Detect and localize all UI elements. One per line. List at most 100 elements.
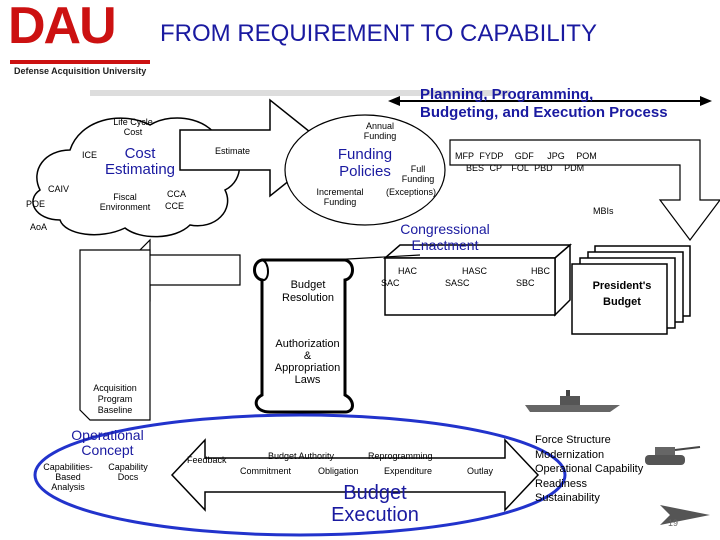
funding-policies-title: Funding Policies <box>325 146 405 180</box>
cap-docs-line1: Capability <box>108 462 148 472</box>
life-cycle-cost: Life Cycle Cost <box>108 117 158 137</box>
aoa-label: AoA <box>30 222 48 232</box>
apb-line3: Baseline <box>97 405 133 415</box>
cost-title-line1: Cost <box>124 145 156 162</box>
ppbe-timeline-arrow <box>388 96 712 106</box>
capability-docs: Capability Docs <box>102 462 154 482</box>
authorization-laws: Authorization & Appropriation Laws <box>265 338 350 386</box>
estimate-label: Estimate <box>215 146 251 156</box>
acquisition-program-baseline: Acquisition Program Baseline <box>85 383 145 416</box>
ice-label: ICE <box>82 150 98 160</box>
doc-pbd: PBD <box>534 163 553 173</box>
presidents-budget-line2: Budget <box>603 296 641 308</box>
congress-title-line2: Enactment <box>411 237 479 253</box>
page-title: FROM REQUIREMENT TO CAPABILITY <box>160 20 597 47</box>
doc-pdm: PDM <box>564 163 585 173</box>
ppbe-title-line1: Planning, Programming, <box>420 86 594 103</box>
cba-line3: Analysis <box>51 482 85 492</box>
execution-title-line1: Budget <box>343 482 407 504</box>
doc-mfp: MFP <box>455 151 474 161</box>
life-cycle-line2: Cost <box>123 127 143 137</box>
cca-label: CCA <box>167 189 187 199</box>
capability-readiness: Readiness <box>535 477 587 490</box>
doc-fol: FOL <box>511 163 529 173</box>
budget-resolution-line1: Budget <box>290 279 326 291</box>
capability-sustainability: Sustainability <box>535 492 600 504</box>
page-number: 19 <box>668 518 679 528</box>
operational-concept: Operational Concept <box>60 428 155 458</box>
life-cycle-line1: Life Cycle <box>113 117 153 127</box>
cost-title-line2: Estimating <box>104 161 176 178</box>
annual-line2: Funding <box>363 131 397 141</box>
execution-title-line2: Execution <box>331 504 419 526</box>
doc-gdf: GDF <box>514 151 534 161</box>
apb-line2: Program <box>97 394 133 404</box>
annual-funding: Annual Funding <box>355 121 405 141</box>
oc-line1: Operational <box>71 427 144 443</box>
acquisition-doc <box>79 249 151 421</box>
oc-line2: Concept <box>81 442 134 458</box>
highlight-ellipse <box>33 413 567 537</box>
funding-policies-ellipse <box>284 114 446 226</box>
doc-fydp: FYDP <box>479 151 504 161</box>
exceptions-label: (Exceptions) <box>386 187 437 197</box>
title-shadow-bar <box>90 90 510 96</box>
expenditure-label: Expenditure <box>384 466 433 476</box>
ppbe-docs-row1: MFP FYDP GDF JPG POM <box>455 151 597 161</box>
auth-line1: Authorization <box>275 338 340 350</box>
logo-subtitle: Defense Acquisition University <box>14 66 147 76</box>
poe-label: POE <box>26 199 46 209</box>
hasc-label: HASC <box>462 266 488 276</box>
dau-logo: DAU <box>8 0 117 55</box>
funding-title-line1: Funding <box>337 146 393 163</box>
ppbe-docs-row2: BES CP FOL PBD PDM <box>466 163 584 173</box>
capability-list: Force Structure Modernization Operationa… <box>535 433 643 506</box>
budget-authority-label: Budget Authority <box>268 451 335 461</box>
doc-cp: CP <box>489 163 502 173</box>
doc-bes: BES <box>466 163 485 173</box>
outlay-label: Outlay <box>467 466 494 476</box>
committee-boxes <box>571 245 691 335</box>
capability-modernization: Modernization <box>535 448 605 461</box>
budget-resolution: Budget Resolution <box>268 279 348 305</box>
mbis-label: MBIs <box>593 206 614 216</box>
presidents-budget: President's Budget <box>582 278 662 310</box>
full-funding: Full Funding <box>398 164 438 184</box>
incremental-line1: Incremental <box>316 187 364 197</box>
fiscal-line2: Environment <box>99 202 151 212</box>
ppbe-process-arrow <box>449 139 720 241</box>
tank-icon <box>645 446 701 465</box>
annual-line1: Annual <box>365 121 395 131</box>
full-line2: Funding <box>401 174 435 184</box>
sbc-label: SBC <box>516 278 535 288</box>
cba-line1: Capabilities- <box>43 462 93 472</box>
ppbe-title-line2: Budgeting, and Execution Process <box>420 104 668 121</box>
incremental-funding: Incremental Funding <box>310 187 370 207</box>
fiscal-environment: Fiscal Environment <box>95 192 155 212</box>
congressional-enactment: Congressional Enactment <box>385 221 505 253</box>
capabilities-based-analysis: Capabilities- Based Analysis <box>36 462 100 492</box>
presidents-budget-line1: President's <box>592 280 652 292</box>
commitment-label: Commitment <box>240 466 292 476</box>
authorization-scroll <box>253 258 354 414</box>
congress-cube <box>382 243 573 317</box>
capability-operational: Operational Capability <box>535 463 644 475</box>
hbc-label: HBC <box>531 266 551 276</box>
doc-jpg: JPG <box>547 151 565 161</box>
auth-line2: & <box>303 350 312 362</box>
logo-bar <box>10 60 150 64</box>
obligation-label: Obligation <box>318 466 359 476</box>
budget-resolution-line2: Resolution <box>282 292 334 304</box>
cba-line2: Based <box>55 472 81 482</box>
auth-line4: Laws <box>294 374 321 386</box>
funding-title-line2: Policies <box>339 163 391 180</box>
ship-icon <box>525 390 620 412</box>
cap-docs-line2: Docs <box>117 472 139 482</box>
jet-icon <box>660 505 710 525</box>
cce-label: CCE <box>165 201 185 211</box>
hac-label: HAC <box>398 266 418 276</box>
budget-execution-title: Budget Execution <box>305 482 445 526</box>
auth-line3: Appropriation <box>274 362 341 374</box>
